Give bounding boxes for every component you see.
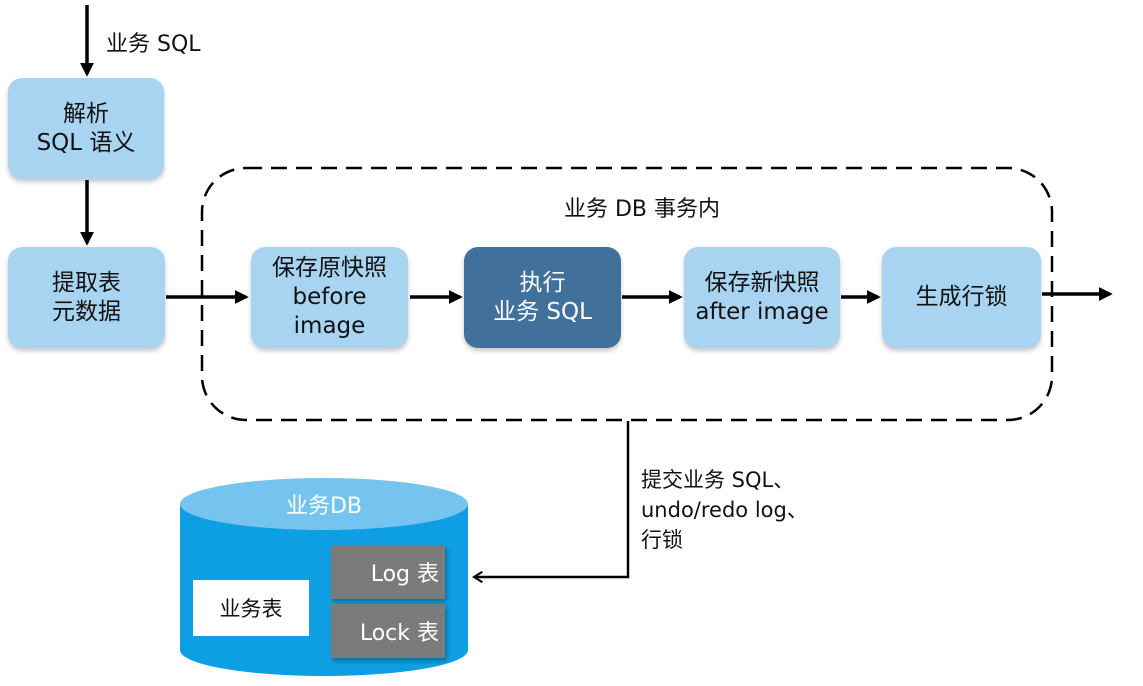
extract-metadata-line2: 元数据 xyxy=(52,298,121,325)
database-title: 业务DB xyxy=(285,494,363,519)
before-image-line2: before xyxy=(292,284,367,310)
parse-sql-box: 解析 SQL 语义 xyxy=(8,78,164,179)
log-table: Log 表 xyxy=(331,545,445,599)
execute-sql-box: 执行 业务 SQL xyxy=(464,247,621,348)
row-lock-box: 生成行锁 xyxy=(882,247,1041,348)
row-lock-line1: 生成行锁 xyxy=(915,284,1008,310)
extract-metadata-line1: 提取表 xyxy=(52,269,121,296)
arrow-commit-to-db xyxy=(472,421,630,584)
transaction-title: 业务 DB 事务内 xyxy=(564,197,721,222)
execute-sql-line2: 业务 SQL xyxy=(493,298,592,325)
after-image-box: 保存新快照 after image xyxy=(684,247,840,348)
before-image-box: 保存原快照 before image xyxy=(251,247,408,348)
lock-table: Lock 表 xyxy=(331,604,445,658)
parse-sql-line2: SQL 语义 xyxy=(36,129,136,156)
before-image-line3: image xyxy=(293,313,366,339)
execute-sql-line1: 执行 xyxy=(519,269,566,296)
commit-label-line3: 行锁 xyxy=(641,528,683,552)
extract-metadata-box: 提取表 元数据 xyxy=(8,247,165,348)
business-table: 业务表 xyxy=(193,580,309,636)
before-image-line1: 保存原快照 xyxy=(272,255,387,281)
after-image-line2: after image xyxy=(695,298,829,325)
after-image-line1: 保存新快照 xyxy=(704,269,820,296)
commit-label-line2: undo/redo log、 xyxy=(641,498,808,522)
commit-label: 提交业务 SQL、 undo/redo log、 行锁 xyxy=(641,465,808,555)
parse-sql-line1: 解析 xyxy=(62,100,109,127)
input-sql-label: 业务 SQL xyxy=(106,32,201,57)
commit-label-line1: 提交业务 SQL、 xyxy=(641,468,795,492)
